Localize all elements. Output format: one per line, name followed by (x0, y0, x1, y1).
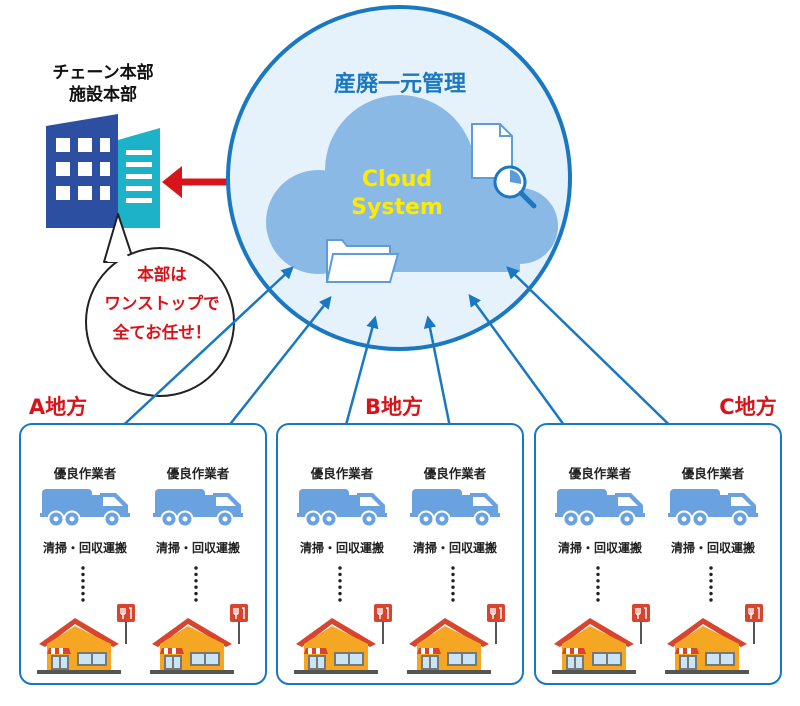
ellipsis-dots (596, 566, 600, 602)
worker-label: 優良作業者 (423, 466, 487, 481)
ellipsis-dots (194, 566, 198, 602)
speech-bubble-line: 全てお任せ！ (112, 322, 212, 342)
arrow-c2 (506, 266, 694, 449)
cloud-system-line: Cloud (362, 167, 432, 192)
worker-label: 優良作業者 (681, 466, 745, 481)
ellipsis-dots (709, 566, 713, 602)
task-label: 清掃・回収運搬 (558, 540, 642, 555)
region-label: B地方 (365, 395, 423, 419)
speech-bubble-line: ワンストップで (104, 293, 219, 313)
task-label: 清掃・回収運搬 (43, 540, 127, 555)
ellipsis-dots (338, 566, 342, 602)
headquarters-title-line: チェーン本部 (52, 62, 153, 83)
system-title: 産廃一元管理 (334, 71, 466, 97)
region-label: C地方 (719, 395, 776, 419)
folder-icon (325, 239, 400, 283)
worker-label: 優良作業者 (310, 466, 374, 481)
headquarters: チェーン本部施設本部 本部はワンストップで全てお任 (46, 62, 235, 397)
document-search-icon (471, 123, 537, 209)
speech-bubble-line: 本部は (137, 264, 187, 284)
headquarters-title-line: 施設本部 (69, 84, 137, 105)
speech-bubble: 本部はワンストップで全てお任せ！ (85, 213, 235, 397)
building-icon (46, 114, 160, 228)
worker-label: 優良作業者 (166, 466, 230, 481)
task-label: 清掃・回収運搬 (413, 540, 497, 555)
arrow-a2 (210, 296, 332, 449)
connector-arrows (98, 266, 694, 450)
cloud-system-line: System (351, 195, 443, 220)
worker-label: 優良作業者 (568, 466, 632, 481)
task-label: 清掃・回収運搬 (671, 540, 755, 555)
task-label: 清掃・回収運搬 (156, 540, 240, 555)
ellipsis-dots (451, 566, 455, 602)
task-label: 清掃・回収運搬 (300, 540, 384, 555)
worker-label: 優良作業者 (53, 466, 117, 481)
ellipsis-dots (81, 566, 85, 602)
headquarters-title: チェーン本部施設本部 (52, 62, 153, 105)
region-label: A地方 (29, 395, 87, 419)
regions: A地方優良作業者清掃・回収運搬優良作業者清掃・回収運搬B地方優良作業者清掃・回収… (19, 395, 782, 685)
